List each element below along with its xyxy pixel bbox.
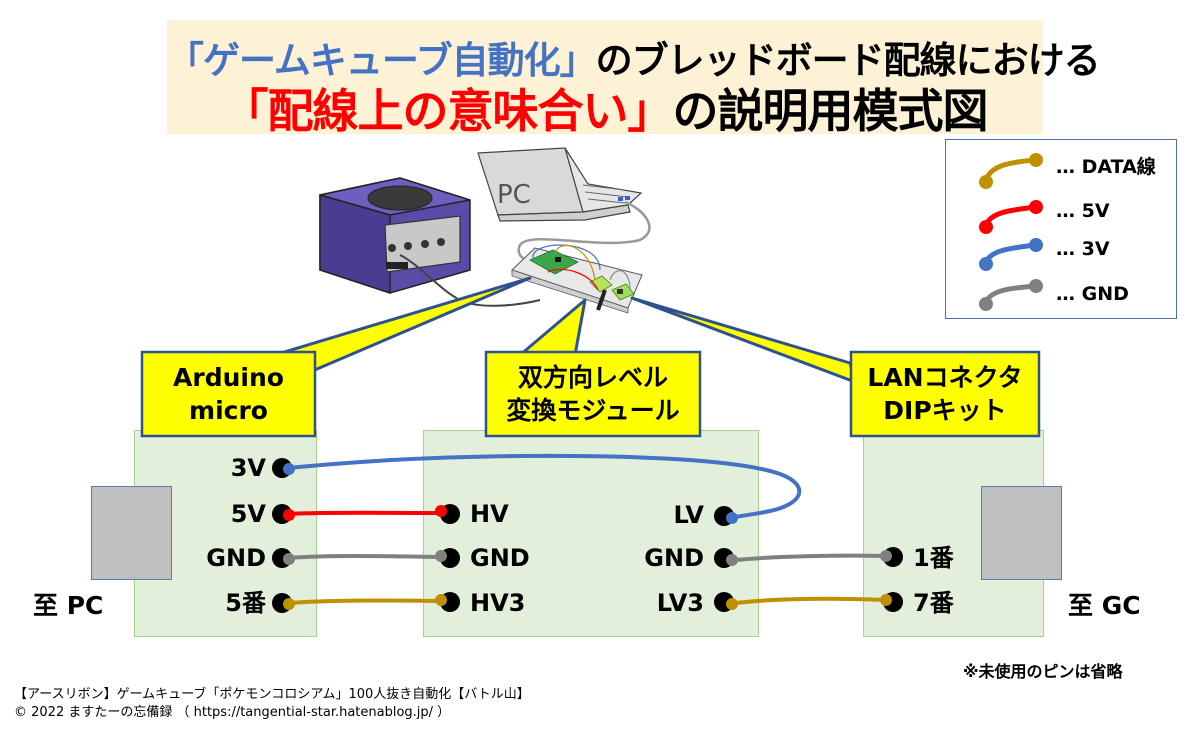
callout-arduino: Arduino micro — [142, 361, 315, 427]
level-pin-label-gnd-hv: GND — [470, 544, 530, 572]
level-pin-label-gnd-lv: GND — [644, 544, 704, 572]
legend-label-gnd: … GND — [1056, 283, 1129, 305]
dest-gc: 至 GC — [1068, 591, 1141, 620]
wires — [286, 453, 889, 605]
callout-lan-line-1: LANコネクタ — [867, 363, 1023, 392]
callout-level-shifter: 双方向レベル 変換モジュール — [486, 361, 700, 427]
callout-lan: LANコネクタ DIPキット — [851, 361, 1039, 427]
legend: … DATA線 … 5V … 3V … GND — [945, 139, 1177, 319]
legend-swatch-data — [983, 157, 1039, 183]
arduino-pin-label-gnd: GND — [206, 544, 266, 572]
callout-box-level-shifter — [484, 350, 702, 438]
footer-line-1: 【アースリボン】ゲームキューブ「ポケモンコロシアム」100人抜き自動化【バトル山… — [14, 687, 530, 702]
title-line-2: 「配線上の意味合い」の説明用模式図 — [167, 75, 1043, 141]
unused-pins-note: ※未使用のピンは省略 — [963, 662, 1123, 681]
legend-label-data: … DATA線 — [1056, 156, 1156, 178]
title-highlight-gamecube: 「ゲームキューブ自動化」 — [167, 39, 597, 82]
legend-swatch-3v — [983, 242, 1039, 265]
arduino-pin-label-5ban: 5番 — [225, 589, 266, 617]
callout-level-line-2: 変換モジュール — [506, 396, 680, 425]
wire-3v — [286, 453, 802, 519]
title-highlight-meaning: 「配線上の意味合い」 — [222, 84, 674, 138]
pins — [272, 458, 903, 613]
legend-swatch-gnd — [983, 283, 1039, 305]
legend-label-5v: … 5V — [1056, 200, 1110, 222]
title-text-2: の説明用模式図 — [672, 84, 989, 138]
title-text-1: のブレッドボード配線における — [595, 39, 1101, 82]
callout-level-line-1: 双方向レベル — [517, 363, 668, 392]
level-pin-label-hv3: HV3 — [470, 589, 526, 617]
wire-gnd-1 — [286, 554, 439, 560]
lan-jack — [981, 486, 1062, 580]
lan-pin-label-1ban: 1番 — [913, 544, 954, 572]
wire-gnd-2 — [733, 553, 889, 562]
arduino-pin-label-5v: 5V — [230, 500, 266, 528]
level-pin-label-lv3: LV3 — [656, 589, 704, 617]
footer-line-2: © 2022 ますたーの忘備録 （ https://tangential-sta… — [14, 705, 451, 720]
lan-pin-label-7ban: 7番 — [913, 589, 954, 617]
level-pin-label-lv: LV — [673, 501, 704, 529]
title-line-1: 「ゲームキューブ自動化」のブレッドボード配線における — [167, 30, 1101, 84]
wire-data-2 — [733, 596, 889, 605]
level-shifter-board — [423, 430, 759, 637]
wire-data-1 — [286, 598, 439, 605]
callout-arduino-line-2: micro — [189, 396, 268, 425]
breadboard-illustration — [511, 244, 643, 314]
usb-connector — [91, 486, 172, 580]
callout-lan-line-2: DIPキット — [883, 396, 1007, 425]
legend-swatch-5v — [983, 204, 1039, 228]
dest-pc: 至 PC — [33, 591, 104, 620]
arduino-pin-label-3v: 3V — [230, 454, 266, 482]
callout-box-lan — [849, 350, 1041, 438]
legend-swatches — [979, 153, 1043, 311]
gamecube-illustration — [319, 177, 541, 307]
level-pin-label-hv: HV — [470, 500, 509, 528]
wire-5v — [286, 510, 439, 516]
pc-label: PC — [497, 180, 531, 210]
title-banner: 「ゲームキューブ自動化」のブレッドボード配線における 「配線上の意味合い」の説明… — [167, 20, 1101, 138]
callout-arduino-line-1: Arduino — [173, 363, 284, 392]
laptop-illustration: PC — [477, 147, 651, 264]
callout-box-arduino — [140, 350, 317, 438]
legend-label-3v: … 3V — [1056, 238, 1110, 260]
